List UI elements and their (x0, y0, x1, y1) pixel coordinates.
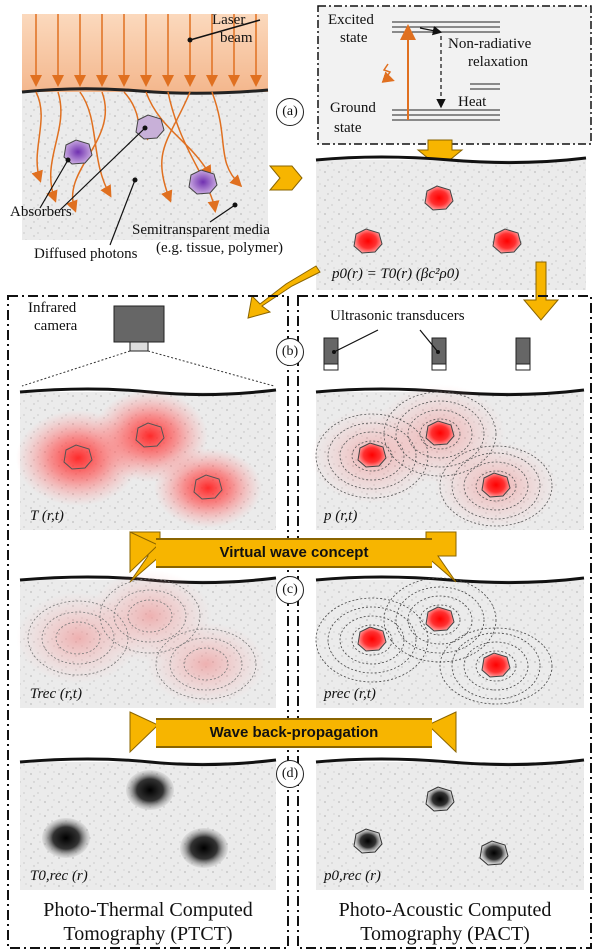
ptct-caption-line2: Tomography (PTCT) (63, 923, 233, 945)
ptct-caption-line1: Photo-Thermal Computed (43, 899, 253, 921)
beam-label: beam (220, 30, 253, 46)
virtual-wave-banner: Virtual wave concept (156, 538, 432, 568)
T-rt-label: T (r,t) (30, 508, 64, 524)
pact-caption-line1: Photo-Acoustic Computed (338, 899, 552, 921)
excited-state-label: state (340, 30, 368, 46)
infrared-label-1: Infrared (28, 300, 77, 316)
p0-equation: p0(r) = T0(r) (βc²ρ0) (332, 266, 460, 282)
p0rec-label: p0,rec (r) (324, 868, 381, 884)
semitransparent-label-1: Semitransparent media (132, 222, 270, 238)
pact-caption-line2: Tomography (PACT) (360, 923, 530, 945)
absorbers-label: Absorbers (10, 204, 72, 220)
Trec-label: Trec (r,t) (30, 686, 82, 702)
acoustic-reconstruction-panel (315, 575, 585, 708)
pact-caption: Photo-Acoustic Computed Tomography (PACT… (304, 898, 586, 946)
excited-label: Excited (328, 12, 374, 28)
laser-label: Laser (212, 12, 246, 28)
infrared-label-2: camera (34, 318, 78, 334)
pact-result-panel (315, 757, 585, 890)
ground-label: Ground (330, 100, 376, 116)
p-rt-label: p (r,t) (324, 508, 358, 524)
diffused-photons-label: Diffused photons (34, 246, 138, 262)
laser-media-panel (21, 14, 269, 246)
thermal-diffusion-panel (16, 387, 277, 530)
infrared-camera (21, 305, 275, 387)
back-propagation-banner: Wave back-propagation (156, 718, 432, 748)
ground-state-label: state (334, 120, 362, 136)
prec-label: prec (r,t) (324, 686, 376, 702)
ptct-result-panel (19, 757, 277, 890)
step-a-marker: (a) (276, 98, 304, 126)
ultrasonic-transducers (323, 329, 531, 371)
step-c-marker: (c) (276, 576, 304, 604)
transducers-label: Ultrasonic transducers (330, 308, 465, 324)
heat-label: Heat (458, 94, 487, 110)
energy-diagram (317, 5, 592, 145)
nonrad-label-2: relaxation (468, 54, 528, 70)
nonrad-label-1: Non-radiative (448, 36, 532, 52)
thermal-virtual-wave-panel (16, 570, 277, 708)
acoustic-wave-panel (310, 384, 585, 530)
step-d-marker: (d) (276, 760, 304, 788)
ptct-caption: Photo-Thermal Computed Tomography (PTCT) (14, 898, 282, 946)
T0rec-label: T0,rec (r) (30, 868, 88, 884)
semitransparent-label-2: (e.g. tissue, polymer) (156, 240, 284, 256)
step-b-marker: (b) (276, 338, 304, 366)
